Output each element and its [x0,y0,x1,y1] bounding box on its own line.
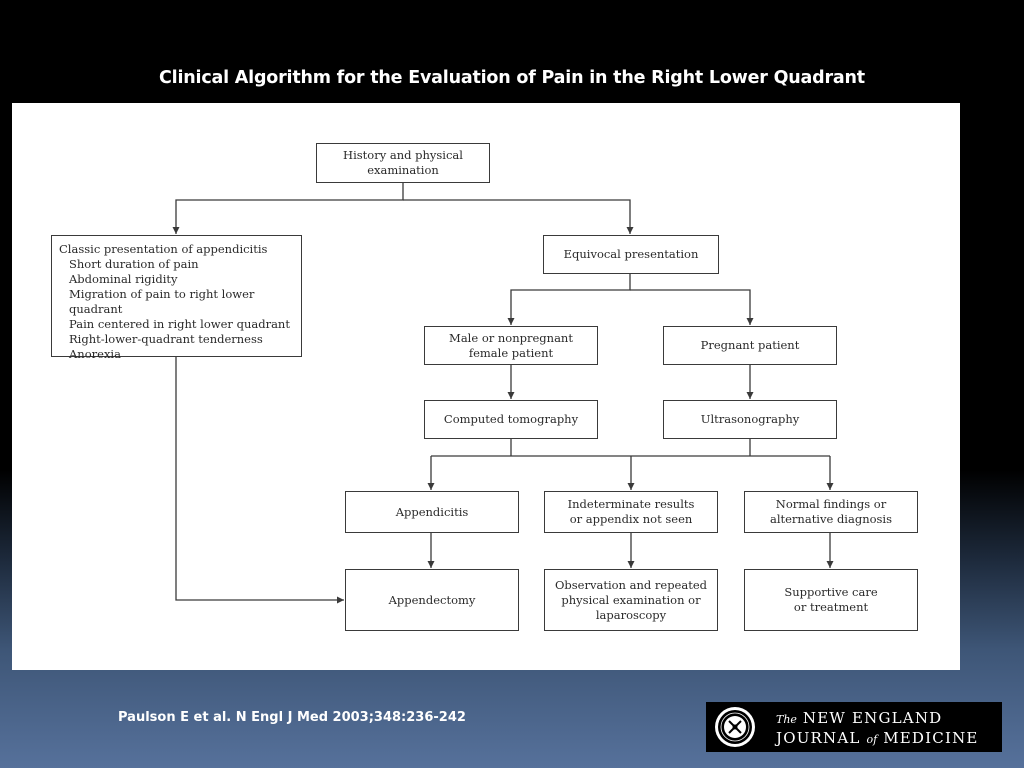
box-classic-presentation: Classic presentation of appendicitis Sho… [51,235,302,361]
box-ultrasonography: Ultrasonography [663,400,837,439]
box-male-nonpregnant: Male or nonpregnant female patient [424,326,598,365]
box-line: physical examination or [561,592,701,607]
box-appendectomy: Appendectomy [345,569,519,631]
box-line: Pregnant patient [700,338,800,352]
box-pregnant-patient: Pregnant patient [663,326,837,365]
box-appendicitis: Appendicitis [345,491,519,533]
connector-equivocal-pregnant [630,289,754,325]
box-equivocal-presentation: Equivocal presentation [543,235,719,274]
citation: Paulson E et al. N Engl J Med 2003;348:2… [118,710,466,725]
criterion-item: Abdominal rigidity [69,272,178,286]
box-indeterminate-results: Indeterminate results or appendix not se… [544,491,718,533]
nejm-medicine: MEDICINE [883,729,979,747]
connector-history-split [172,183,404,234]
nejm-logo: The NEW ENGLAND JOURNAL of MEDICINE [706,702,1002,752]
society-seal-icon [715,707,755,747]
box-line: Appendectomy [388,592,476,607]
box-line: Ultrasonography [700,412,800,426]
box-line: alternative diagnosis [769,512,893,526]
box-line: Computed tomography [443,412,579,426]
box-line: Equivocal presentation [563,247,699,261]
connector-layer [172,183,834,604]
box-supportive-care: Supportive care or treatment [744,569,918,631]
slide-title: Clinical Algorithm for the Evaluation of… [159,68,865,88]
box-line: Normal findings or [775,497,887,511]
nejm-wordmark-line1: The NEW ENGLAND [776,709,942,727]
box-line: Observation and repeated [554,577,708,592]
box-history-physical: History and physical examination [316,143,490,183]
nejm-wordmark-line2: JOURNAL of MEDICINE [776,729,979,747]
connector-history-equivocal [403,199,634,234]
connector-equivocal-split [507,274,631,325]
box-line: laparoscopy [595,607,667,622]
criterion-item: Migration of pain to right lower quadran… [69,287,255,316]
box-line: or treatment [793,600,869,614]
box-computed-tomography: Computed tomography [424,400,598,439]
box-line: Appendicitis [395,504,469,519]
box-line: female patient [468,345,554,360]
box-normal-findings: Normal findings or alternative diagnosis [744,491,918,533]
criterion-item: Pain centered in right lower quadrant [69,317,290,331]
box-line: examination [367,163,439,177]
nejm-journal: JOURNAL [776,729,861,747]
nejm-the: The [776,713,797,726]
nejm-of: of [866,733,878,746]
criterion-item: Short duration of pain [69,257,199,271]
flowchart-panel: History and physical examination Classic… [12,103,960,670]
box-line: or appendix not seen [569,512,693,526]
box-observation: Observation and repeated physical examin… [544,569,718,631]
box-line: Male or nonpregnant [449,330,573,345]
connector-classic-appendectomy [175,357,344,604]
criterion-item: Right-lower-quadrant tenderness [69,332,263,346]
classic-heading: Classic presentation of appendicitis [59,242,268,256]
criterion-item: Anorexia [69,347,121,361]
box-line: Indeterminate results [567,497,695,511]
nejm-new-england: NEW ENGLAND [802,709,943,727]
box-line: Supportive care [784,585,878,599]
box-line: History and physical [343,148,463,162]
